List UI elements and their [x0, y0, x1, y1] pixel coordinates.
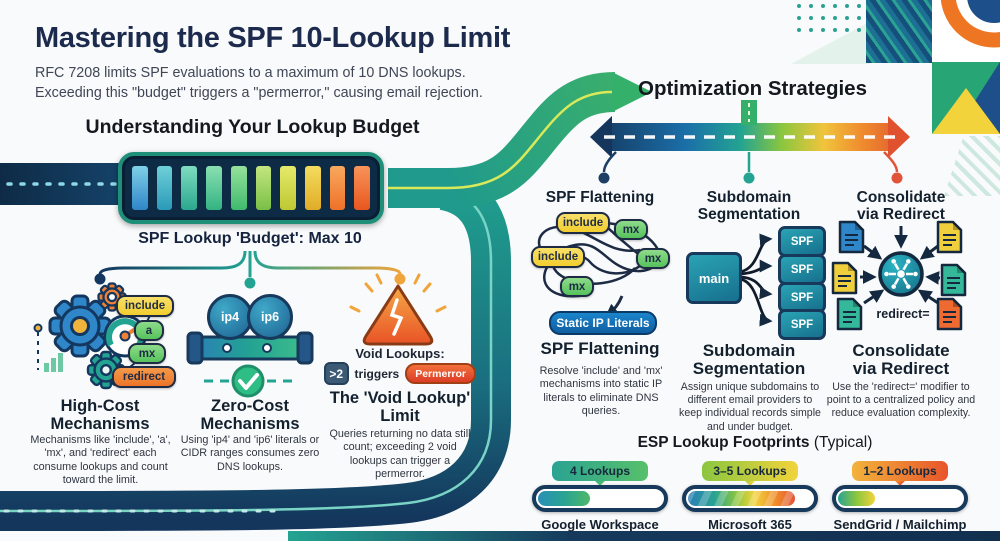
subtitle-line-2: Exceeding this "budget" triggers a "perm… — [35, 84, 483, 101]
high-cost-body: Mechanisms like 'include', 'a', 'mx', an… — [30, 434, 171, 487]
battery-segment — [253, 164, 274, 212]
tangle-tag-mx-1: mx — [614, 219, 648, 240]
zero-cost-title: Zero-Cost Mechanisms — [200, 397, 300, 433]
tag-redirect: redirect — [112, 366, 176, 388]
void-badge-row: >2 triggers Permerror — [324, 362, 476, 385]
gauge-fill — [688, 491, 795, 506]
decor-triangle-block — [932, 62, 1000, 134]
spf-box-1: SPF — [778, 226, 826, 257]
esp-heading: ESP Lookup Footprints (Typical) — [610, 434, 900, 452]
check-icon — [204, 364, 292, 398]
ip6-badge: ip6 — [247, 294, 293, 340]
main-domain-box: main — [686, 252, 742, 304]
decor-dot-grid — [797, 4, 861, 32]
provider-name: Microsoft 365 — [708, 517, 792, 532]
battery-segment — [302, 164, 323, 212]
redirect-top-label: Consolidate via Redirect — [856, 189, 946, 224]
battery-segment — [179, 164, 200, 212]
void-threshold-badge: >2 — [324, 362, 349, 385]
tag-mx: mx — [128, 343, 166, 364]
battery-caption: SPF Lookup 'Budget': Max 10 — [138, 230, 362, 247]
provider-name: Google Workspace — [541, 517, 659, 532]
warning-triangle-icon — [349, 273, 447, 346]
tangle-tag-include-1: include — [556, 212, 610, 234]
esp-group-google: 4 Lookups Google Workspace — [530, 461, 670, 532]
budget-branch-connector — [94, 250, 406, 289]
strategy-road-arrow-icon — [590, 100, 910, 158]
section-heading-strategies: Optimization Strategies — [638, 77, 867, 100]
decor-corner-rings — [932, 0, 1000, 62]
subdomain-top-label: Subdomain Segmentation — [697, 189, 801, 224]
subdomain-title: Subdomain Segmentation — [692, 341, 806, 379]
battery-segment — [130, 164, 150, 212]
battery-segment — [327, 164, 348, 212]
battery-segment — [228, 164, 249, 212]
decor-stripe-band — [944, 136, 1000, 196]
lookup-badge: 3–5 Lookups — [702, 461, 798, 481]
static-ip-pill: Static IP Literals — [549, 311, 657, 335]
spf-box-2: SPF — [778, 254, 826, 285]
strategy-branch-connector — [598, 151, 903, 184]
bottom-road-strip — [288, 531, 1000, 541]
subdomain-body: Assign unique subdomains to different em… — [679, 381, 821, 433]
up-branch-road — [388, 72, 616, 208]
void-trigger-text: triggers — [354, 366, 400, 381]
tangle-tag-mx-2: mx — [636, 248, 670, 269]
esp-group-microsoft: 3–5 Lookups Microsoft 365 — [680, 461, 820, 532]
subtitle-line-1: RFC 7208 limits SPF evaluations to a max… — [35, 65, 466, 81]
gauge-fill — [838, 491, 876, 506]
flattening-top-label: SPF Flattening — [545, 189, 655, 206]
section-heading-budget: Understanding Your Lookup Budget — [85, 116, 420, 138]
decor-striped-square — [866, 0, 932, 63]
battery-segment — [154, 164, 175, 212]
battery-segment — [204, 164, 224, 212]
high-cost-title: High-Cost Mechanisms — [50, 397, 150, 433]
esp-group-sendgrid: 1–2 Lookups SendGrid / Mailchimp — [830, 461, 970, 532]
redirect-arrows — [860, 226, 941, 305]
flattening-title: SPF Flattening — [540, 339, 660, 358]
gauge-fill — [538, 491, 591, 506]
subdomain-arrows-icon — [739, 233, 773, 327]
tag-a: a — [134, 320, 164, 341]
void-limit-body: Queries returning no data still count; e… — [329, 428, 471, 481]
tangle-tag-include-2: include — [531, 246, 585, 268]
permerror-badge: Permerror — [405, 363, 476, 384]
lookup-badge: 4 Lookups — [552, 461, 648, 481]
lookup-badge: 1–2 Lookups — [852, 461, 948, 481]
lookup-gauge-bar — [832, 485, 968, 512]
esp-heading-bold: ESP Lookup Footprints — [637, 434, 810, 451]
battery-segment — [278, 164, 298, 212]
spf-box-4: SPF — [778, 309, 826, 340]
battery-segment — [352, 164, 373, 212]
battery-gauge — [118, 152, 384, 224]
tangle-tag-mx-3: mx — [560, 276, 594, 297]
zero-cost-body: Using 'ip4' and 'ip6' literals or CIDR r… — [180, 434, 320, 473]
redirect-body: Use the 'redirect=' modifier to point to… — [826, 381, 976, 420]
infographic-subtitle: RFC 7208 limits SPF evaluations to a max… — [35, 64, 505, 103]
void-limit-title: The 'Void Lookup' Limit — [329, 389, 471, 425]
left-road — [0, 163, 125, 205]
lookup-gauge-bar — [682, 485, 818, 512]
void-lookups-label: Void Lookups: — [355, 346, 445, 361]
tag-include: include — [116, 295, 174, 317]
redirect-title: Consolidate via Redirect — [852, 341, 950, 379]
redirect-modifier-label: redirect= — [876, 307, 930, 321]
flattening-body: Resolve 'include' and 'mx' mechanisms in… — [539, 365, 663, 418]
hub-icon — [878, 251, 924, 297]
lookup-gauge-bar — [532, 485, 668, 512]
esp-heading-note: (Typical) — [809, 434, 873, 451]
infographic-title: Mastering the SPF 10-Lookup Limit — [35, 22, 511, 54]
provider-name: SendGrid / Mailchimp — [833, 517, 967, 532]
pipe-icon — [186, 331, 314, 365]
